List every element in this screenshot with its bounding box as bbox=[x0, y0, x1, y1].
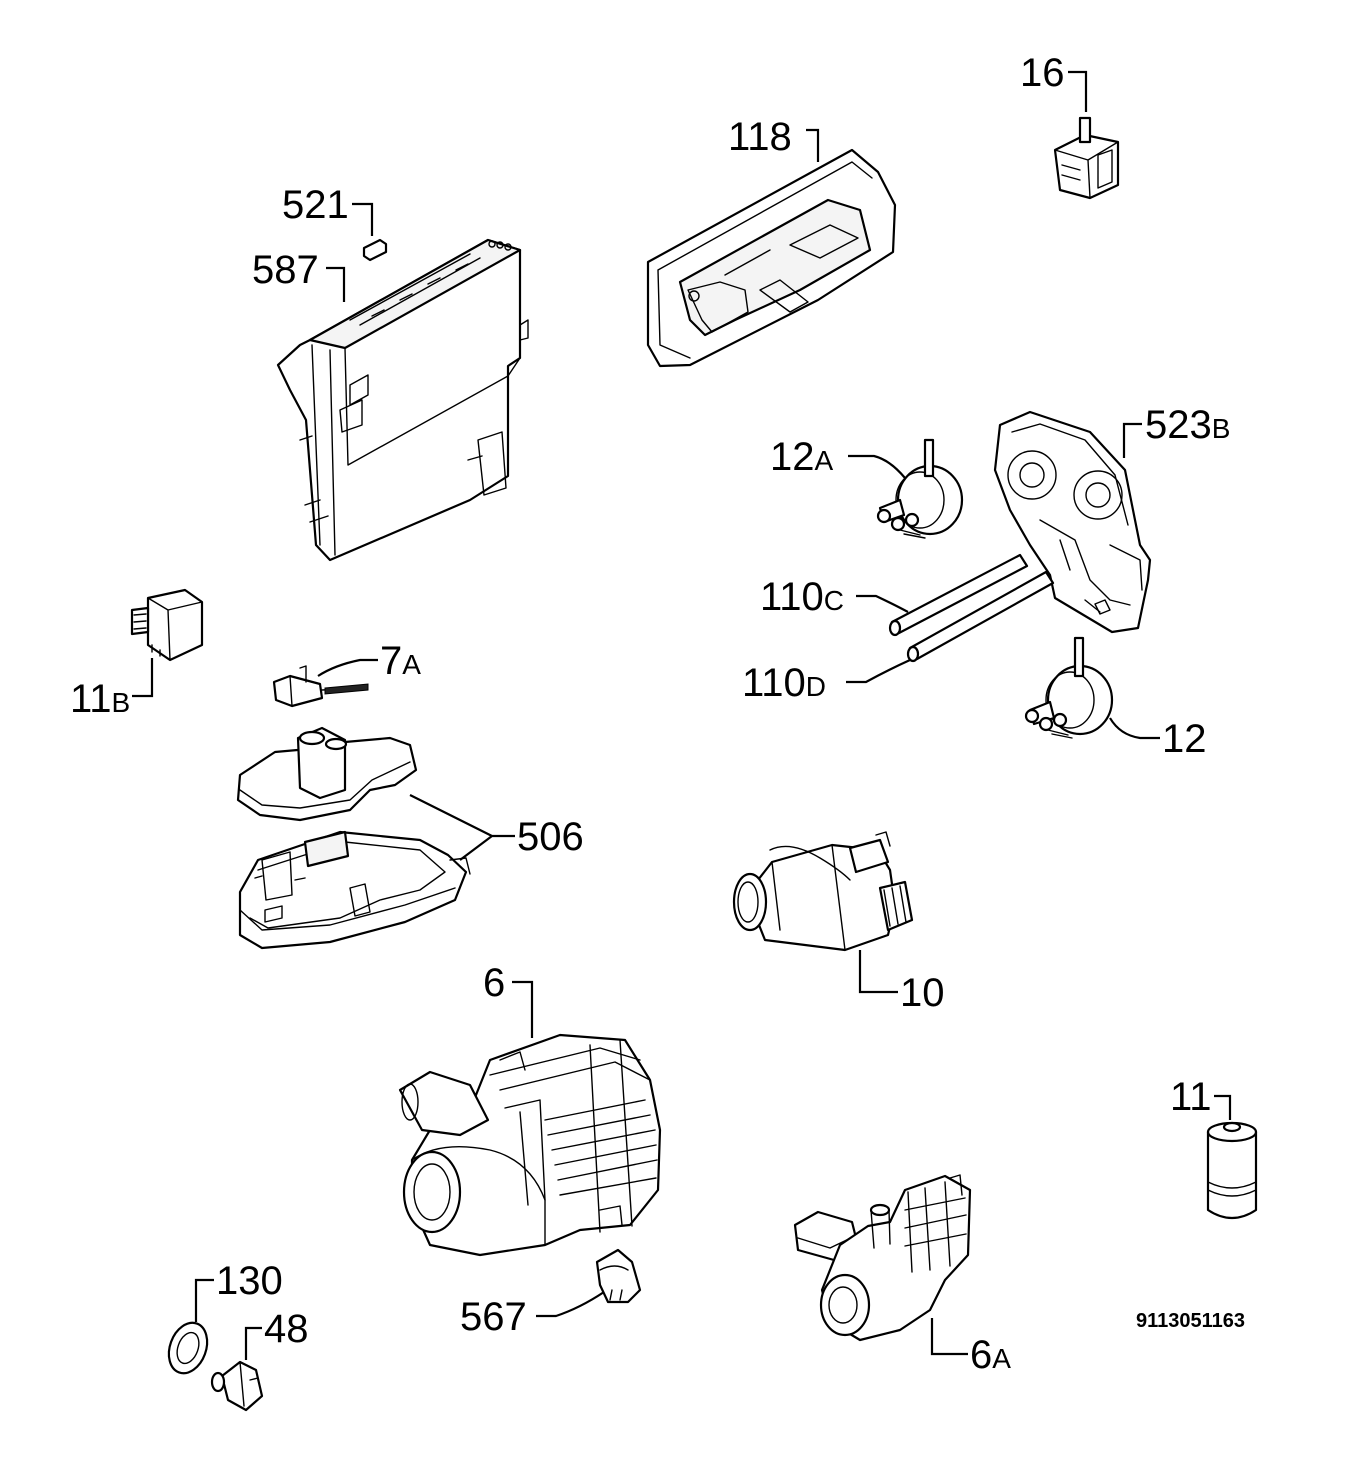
part-521-tab bbox=[362, 238, 388, 262]
label-110c: 110C bbox=[760, 575, 844, 619]
label-6a: 6A bbox=[970, 1333, 1011, 1377]
label-130: 130 bbox=[216, 1259, 283, 1303]
part-587-electronic-module bbox=[276, 238, 529, 562]
label-118: 118 bbox=[728, 115, 792, 159]
label-12a: 12A bbox=[770, 435, 834, 479]
label-11: 11 bbox=[1170, 1075, 1212, 1119]
part-110c-tube bbox=[888, 553, 1029, 637]
leader-130 bbox=[194, 1278, 214, 1322]
part-11-capacitor bbox=[1206, 1121, 1258, 1220]
leader-567 bbox=[536, 1291, 605, 1318]
part-506-float-base bbox=[238, 830, 471, 950]
leader-11b bbox=[132, 658, 154, 698]
label-110d: 110D bbox=[742, 661, 826, 705]
part-6-circulation-pump bbox=[398, 1033, 662, 1257]
leader-506 bbox=[409, 794, 515, 861]
part-12a-pressure-switch bbox=[876, 438, 964, 539]
label-6: 6 bbox=[483, 961, 505, 1005]
leader-11 bbox=[1214, 1094, 1232, 1120]
leader-110c bbox=[856, 594, 909, 613]
part-16-switch bbox=[1053, 116, 1120, 200]
part-130-seal bbox=[167, 1321, 209, 1375]
part-48-plug bbox=[210, 1360, 264, 1412]
part-110d-tube bbox=[906, 570, 1055, 663]
leader-16 bbox=[1068, 70, 1088, 112]
leader-6 bbox=[512, 980, 534, 1038]
leader-12 bbox=[1109, 717, 1160, 740]
part-6a-drain-pump bbox=[793, 1174, 972, 1342]
leader-6a bbox=[930, 1318, 968, 1356]
label-12: 12 bbox=[1162, 717, 1207, 761]
label-7a: 7A bbox=[380, 639, 421, 683]
part-567-connector bbox=[595, 1248, 642, 1304]
part-10-heater bbox=[732, 831, 914, 952]
leader-12a bbox=[848, 454, 906, 479]
leader-118 bbox=[806, 128, 820, 162]
label-16: 16 bbox=[1020, 51, 1065, 95]
part-11b-relay bbox=[130, 588, 204, 662]
label-523b: 523B bbox=[1145, 403, 1230, 447]
leader-521 bbox=[352, 202, 374, 236]
leader-587 bbox=[326, 266, 346, 302]
label-567: 567 bbox=[460, 1295, 527, 1339]
leader-10 bbox=[858, 950, 898, 994]
part-7a-clip bbox=[272, 665, 369, 708]
leader-523b bbox=[1122, 422, 1142, 458]
part-12-pressure-switch bbox=[1024, 636, 1114, 739]
label-11b: 11B bbox=[70, 677, 130, 721]
part-118-dispenser bbox=[646, 148, 897, 368]
leader-110d bbox=[846, 658, 911, 684]
label-48: 48 bbox=[264, 1307, 309, 1351]
label-521: 521 bbox=[282, 183, 349, 227]
label-587: 587 bbox=[252, 248, 319, 292]
label-506: 506 bbox=[517, 815, 584, 859]
part-506-float-top bbox=[236, 726, 418, 822]
leader-7a bbox=[317, 658, 378, 677]
part-523b-bracket bbox=[993, 410, 1152, 634]
document-number: 9113051163 bbox=[1136, 1310, 1245, 1332]
leader-48 bbox=[244, 1326, 262, 1360]
label-10: 10 bbox=[900, 971, 945, 1015]
